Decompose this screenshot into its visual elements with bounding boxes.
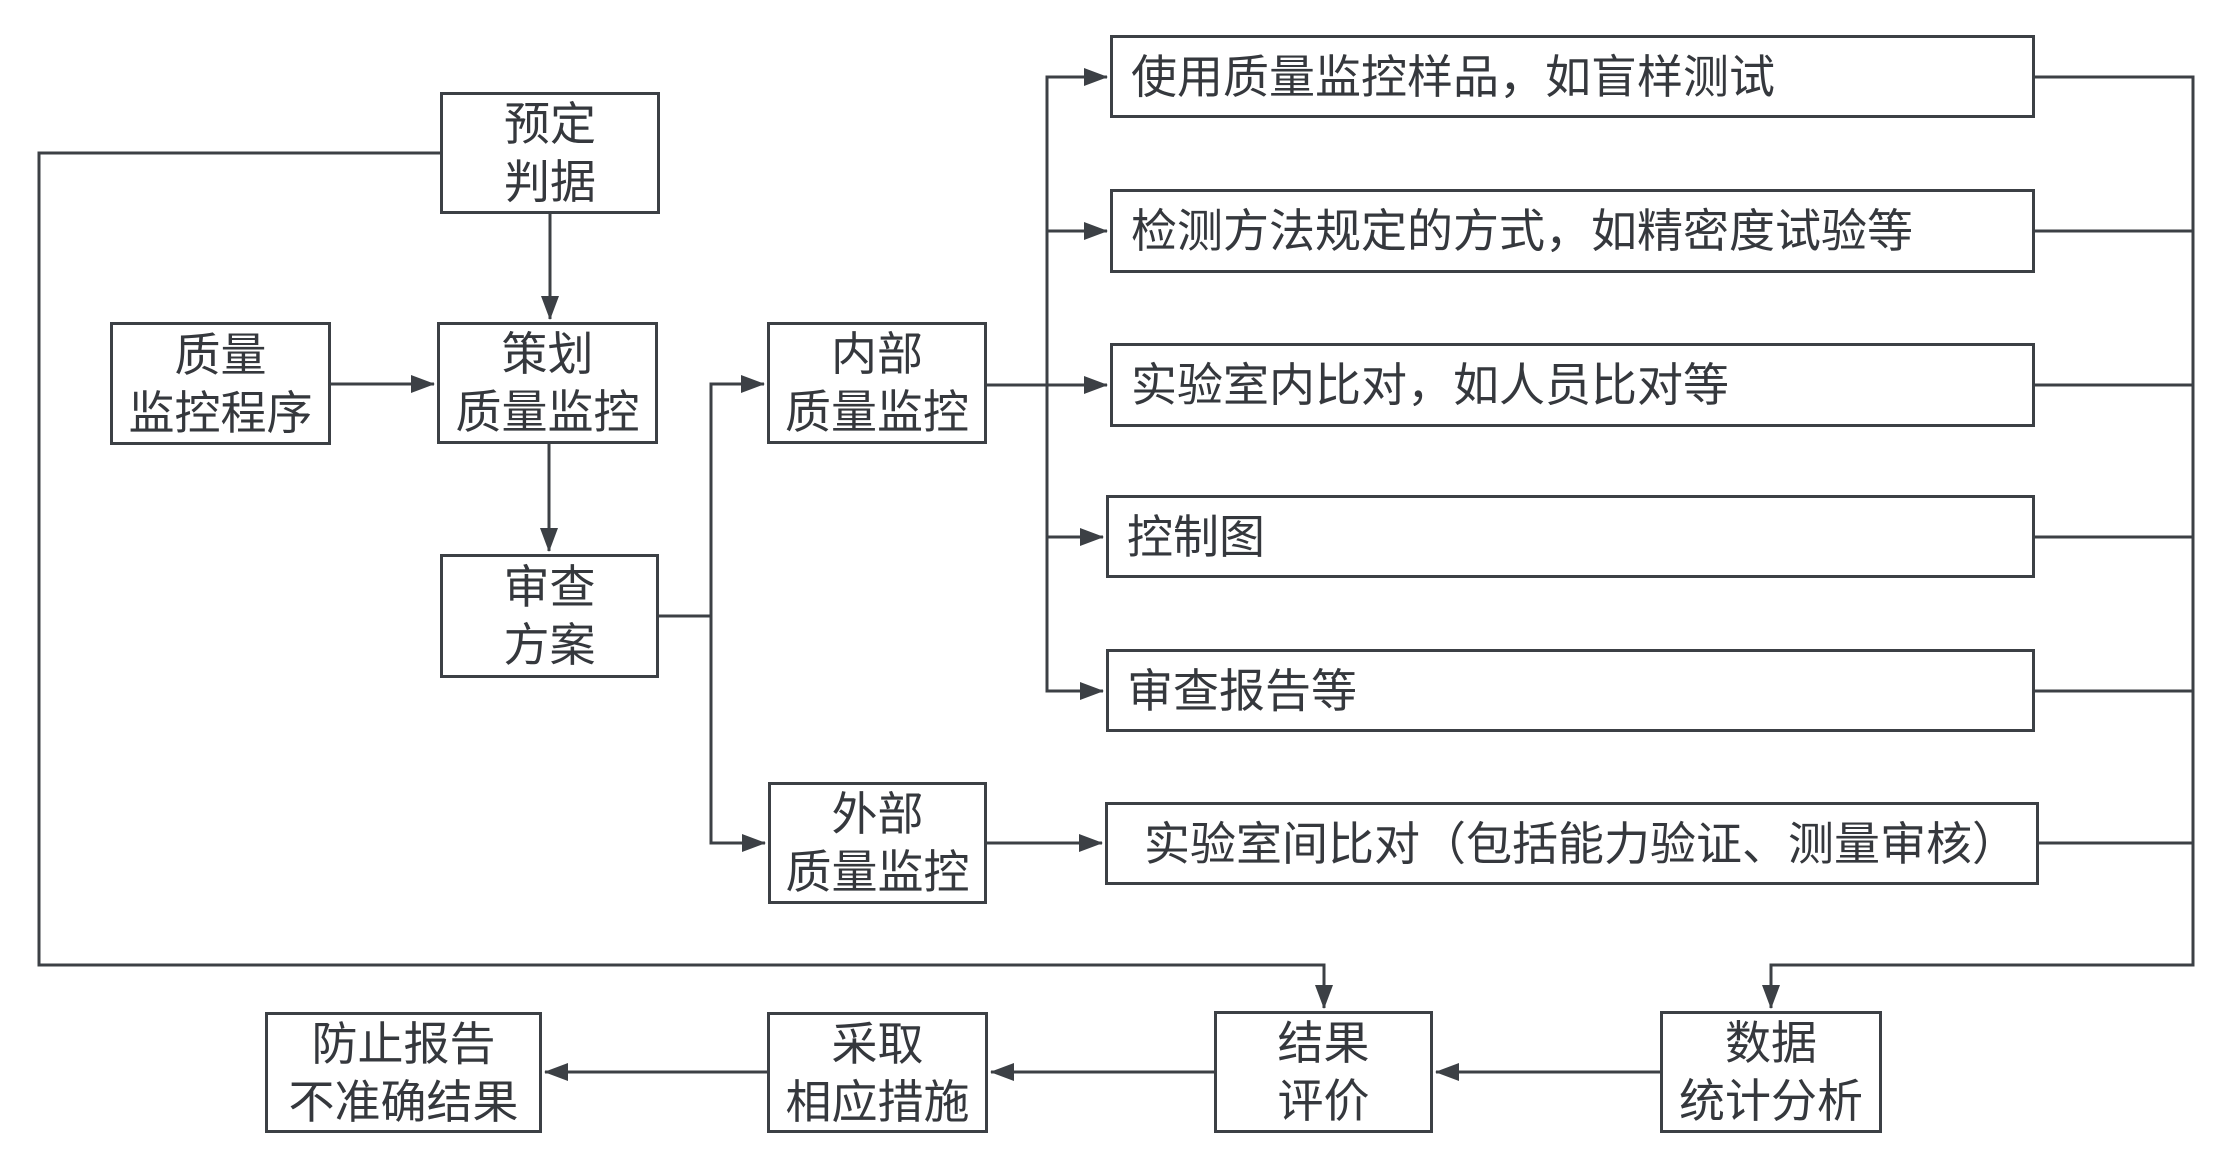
- node-label: 实验室间比对（包括能力验证、测量审核）: [1144, 817, 2018, 870]
- node-plan-quality-monitoring: 策划 质量监控: [437, 322, 658, 444]
- node-method-control-chart: 控制图: [1106, 495, 2035, 578]
- node-label: 审查 方案: [503, 561, 596, 671]
- node-review-plan: 审查 方案: [440, 554, 659, 678]
- node-label: 策划 质量监控: [455, 328, 640, 438]
- node-method-precision-test: 检测方法规定的方式，如精密度试验等: [1110, 189, 2035, 273]
- node-label: 内部 质量监控: [785, 328, 969, 438]
- edge-collector-to-analysis: [1762, 75, 2195, 1009]
- node-label: 质量 监控程序: [128, 328, 313, 439]
- edge-internal-to-method1: [1045, 68, 1108, 385]
- node-label: 采取 相应措施: [785, 1017, 970, 1128]
- edge-review-to-external: [709, 616, 766, 852]
- node-label: 数据 统计分析: [1679, 1017, 1863, 1127]
- node-label: 实验室内比对，如人员比对等: [1131, 359, 1729, 411]
- node-label: 结果 评价: [1277, 1017, 1370, 1127]
- node-result-evaluation: 结果 评价: [1214, 1011, 1433, 1133]
- node-label: 使用质量监控样品，如盲样测试: [1131, 50, 1775, 103]
- edge-criteria-to-evaluation: [37, 151, 1333, 1009]
- node-label: 检测方法规定的方式，如精密度试验等: [1131, 205, 1913, 257]
- edge-internal-to-method5: [1045, 537, 1104, 700]
- node-prevent-inaccurate-results: 防止报告 不准确结果: [265, 1012, 542, 1133]
- node-label: 外部 质量监控: [785, 788, 970, 898]
- node-internal-quality-monitoring: 内部 质量监控: [767, 322, 987, 444]
- node-method-interlab-comparison: 实验室间比对（包括能力验证、测量审核）: [1105, 802, 2039, 885]
- edge-internal-to-method4: [1045, 385, 1104, 546]
- node-data-statistical-analysis: 数据 统计分析: [1660, 1011, 1882, 1133]
- node-method-review-reports: 审查报告等: [1106, 649, 2035, 732]
- node-label: 预定 判据: [504, 98, 596, 208]
- node-external-quality-monitoring: 外部 质量监控: [768, 782, 987, 904]
- node-label: 控制图: [1127, 510, 1265, 563]
- node-predetermined-criteria: 预定 判据: [440, 92, 660, 214]
- node-method-blind-sample: 使用质量监控样品，如盲样测试: [1110, 35, 2035, 118]
- edge-review-to-internal: [659, 375, 765, 618]
- node-quality-monitoring-program: 质量 监控程序: [110, 322, 331, 445]
- node-method-intralab-comparison: 实验室内比对，如人员比对等: [1110, 343, 2035, 427]
- node-take-measures: 采取 相应措施: [767, 1012, 988, 1133]
- node-label: 防止报告 不准确结果: [288, 1017, 519, 1128]
- node-label: 审查报告等: [1127, 664, 1357, 717]
